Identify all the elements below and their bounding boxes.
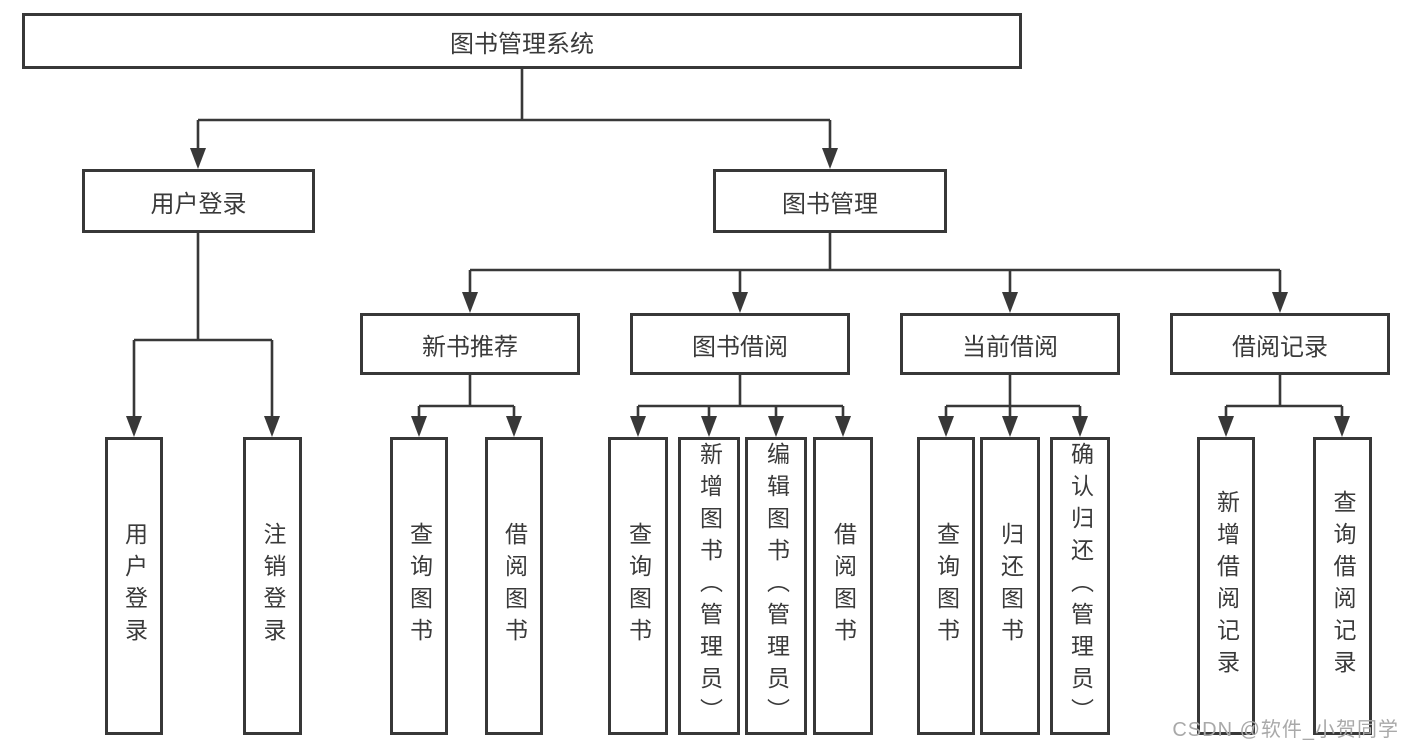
node-label: 注销登录: [260, 522, 286, 650]
node-current-borrowing: 当前借阅: [900, 313, 1120, 375]
arrow-down-icon: [190, 148, 206, 169]
connector-paths: [132, 69, 1344, 419]
connector-borrowing-records-to-leaves: [1224, 375, 1344, 419]
connector-user-login-to-leaves: [132, 233, 274, 419]
arrow-down-icon: [701, 416, 717, 437]
node-label: 借阅图书: [830, 522, 857, 650]
node-label: 新书推荐: [422, 333, 518, 361]
node-label: 图书管理: [782, 190, 878, 218]
leaf-borrow-books-borrowing: 借阅图书: [813, 437, 873, 735]
arrow-down-icon: [506, 416, 522, 437]
arrow-down-icon: [264, 416, 280, 437]
arrow-down-icon: [768, 416, 784, 437]
node-label: 用户登录: [150, 190, 247, 218]
arrow-down-icon: [732, 292, 748, 313]
arrow-down-icon: [822, 148, 838, 169]
arrowheads: [126, 148, 1350, 437]
node-label: 图书管理系统: [450, 30, 594, 58]
leaf-query-borrow-record: 查询借阅记录: [1313, 437, 1372, 735]
node-label: 新增图书（管理员）: [696, 442, 723, 730]
node-label: 新增借阅记录: [1213, 490, 1240, 682]
leaf-confirm-return-admin: 确认归还（管理员）: [1050, 437, 1110, 735]
node-label: 查询借阅记录: [1330, 490, 1356, 682]
node-label: 借阅记录: [1232, 333, 1328, 361]
arrow-down-icon: [938, 416, 954, 437]
arrow-down-icon: [1002, 416, 1018, 437]
node-label: 用户登录: [121, 522, 148, 650]
leaf-add-borrow-record: 新增借阅记录: [1197, 437, 1255, 735]
connector-new-book-to-leaves: [417, 375, 516, 419]
node-label: 查询图书: [625, 522, 652, 650]
leaf-query-books-borrowing: 查询图书: [608, 437, 668, 735]
connector-root-to-level2: [196, 69, 832, 151]
connector-book-borrowing-to-leaves: [636, 375, 845, 419]
arrow-down-icon: [1072, 416, 1088, 437]
arrow-down-icon: [1334, 416, 1350, 437]
node-label: 图书借阅: [692, 333, 788, 361]
node-new-book-recommendation: 新书推荐: [360, 313, 580, 375]
leaf-borrow-books-recommend: 借阅图书: [485, 437, 543, 735]
arrow-down-icon: [462, 292, 478, 313]
arrow-down-icon: [126, 416, 142, 437]
arrow-down-icon: [411, 416, 427, 437]
leaf-query-books-recommend: 查询图书: [390, 437, 448, 735]
node-book-management: 图书管理: [713, 169, 947, 233]
leaf-query-books-current: 查询图书: [917, 437, 975, 735]
leaf-return-books: 归还图书: [980, 437, 1040, 735]
arrow-down-icon: [1218, 416, 1234, 437]
node-library-management-system: 图书管理系统: [22, 13, 1022, 69]
node-borrowing-records: 借阅记录: [1170, 313, 1390, 375]
arrow-down-icon: [1002, 292, 1018, 313]
leaf-logout-login: 注销登录: [243, 437, 302, 735]
connector-book-management-to-level3: [468, 233, 1282, 295]
arrow-down-icon: [630, 416, 646, 437]
node-label: 编辑图书（管理员）: [763, 442, 790, 730]
arrow-down-icon: [1272, 292, 1288, 313]
node-label: 确认归还（管理员）: [1067, 442, 1094, 730]
node-label: 查询图书: [933, 522, 960, 650]
leaf-edit-books-admin: 编辑图书（管理员）: [745, 437, 807, 735]
node-label: 归还图书: [997, 522, 1024, 650]
connector-current-borrowing-to-leaves: [944, 375, 1082, 419]
leaf-add-books-admin: 新增图书（管理员）: [678, 437, 740, 735]
arrow-down-icon: [835, 416, 851, 437]
node-label: 查询图书: [406, 522, 433, 650]
node-user-login: 用户登录: [82, 169, 315, 233]
watermark: CSDN @软件_小贺同学: [1172, 719, 1399, 741]
node-label: 当前借阅: [962, 333, 1058, 361]
node-label: 借阅图书: [501, 522, 528, 650]
node-book-borrowing: 图书借阅: [630, 313, 850, 375]
leaf-user-login: 用户登录: [105, 437, 163, 735]
